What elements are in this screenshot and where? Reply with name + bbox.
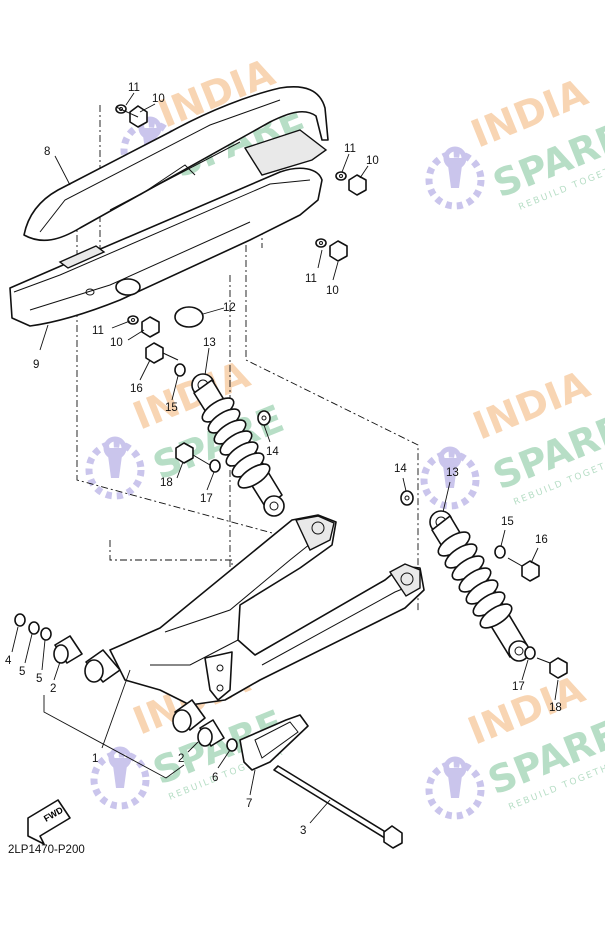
callout-16: 16: [130, 383, 143, 395]
callout-11: 11: [92, 325, 104, 337]
callout-10: 10: [110, 337, 123, 349]
callout-10: 10: [326, 285, 339, 297]
callout-8: 8: [44, 146, 50, 158]
callout-17: 17: [200, 493, 213, 505]
fwd-arrow-icon: FWD: [27, 799, 71, 845]
fasteners-left-shock: [145, 342, 271, 473]
callout-15: 15: [501, 516, 514, 528]
bolt-10: [348, 174, 367, 196]
washer-11: [315, 238, 327, 248]
shock-absorber-right: [429, 510, 530, 662]
bolt-10: [329, 240, 348, 262]
watermark-middle-right: INDIA SPARE REBUILD TOGETHER: [424, 362, 605, 508]
shock-spring-right: [437, 531, 513, 629]
chain-case-lower: [9, 167, 323, 327]
callout-12: 12: [223, 302, 236, 314]
watermark-icon: [429, 149, 481, 206]
callout-2: 2: [178, 753, 184, 765]
callout-1: 1: [92, 753, 98, 765]
callout-7: 7: [246, 798, 252, 810]
watermark-top-right: INDIA SPARE REBUILD TOGETHER: [429, 70, 605, 213]
shock-absorber-left: [191, 373, 285, 517]
callouts: 8 9 11 10 11 10 11 10 11 10 12 13 16 15 …: [5, 82, 562, 837]
chain-puller-7: [239, 714, 309, 771]
callout-11: 11: [305, 273, 317, 285]
bolt-10: [141, 316, 160, 338]
callout-5: 5: [36, 673, 42, 685]
pivot-parts-left: [14, 613, 121, 683]
chain-case-upper: [23, 86, 329, 242]
callout-10: 10: [152, 93, 165, 105]
fasteners-right-shock: [400, 490, 568, 679]
bolt-group-case: [115, 104, 367, 338]
callout-13: 13: [203, 337, 216, 349]
callout-4: 4: [5, 655, 12, 667]
callout-6: 6: [212, 772, 218, 784]
washer-11: [127, 315, 139, 325]
callout-16: 16: [535, 534, 548, 546]
callout-13: 13: [446, 467, 459, 479]
callout-11: 11: [128, 82, 140, 94]
pivot-parts-right: [172, 699, 238, 752]
callout-10: 10: [366, 155, 379, 167]
shock-spring-left: [201, 397, 271, 489]
washer-11: [335, 171, 347, 181]
watermark-icon: [429, 759, 481, 816]
swingarm: [109, 514, 425, 706]
callout-2: 2: [50, 683, 56, 695]
pivot-shaft-3: [273, 765, 403, 849]
cap-12: [174, 306, 204, 328]
callout-14: 14: [394, 463, 407, 475]
leader-lines: [11, 92, 559, 824]
callout-17: 17: [512, 681, 525, 693]
watermark-icon: [94, 749, 146, 806]
bolt-10: [115, 105, 148, 128]
callout-18: 18: [549, 702, 562, 714]
callout-18: 18: [160, 477, 173, 489]
callout-11: 11: [344, 143, 356, 155]
callout-9: 9: [33, 359, 39, 371]
watermark-icon: [89, 439, 141, 496]
callout-3: 3: [300, 825, 306, 837]
callout-15: 15: [165, 402, 178, 414]
callout-5: 5: [19, 666, 25, 678]
diagram-code: 2LP1470-P200: [8, 844, 85, 856]
callout-14: 14: [266, 446, 279, 458]
